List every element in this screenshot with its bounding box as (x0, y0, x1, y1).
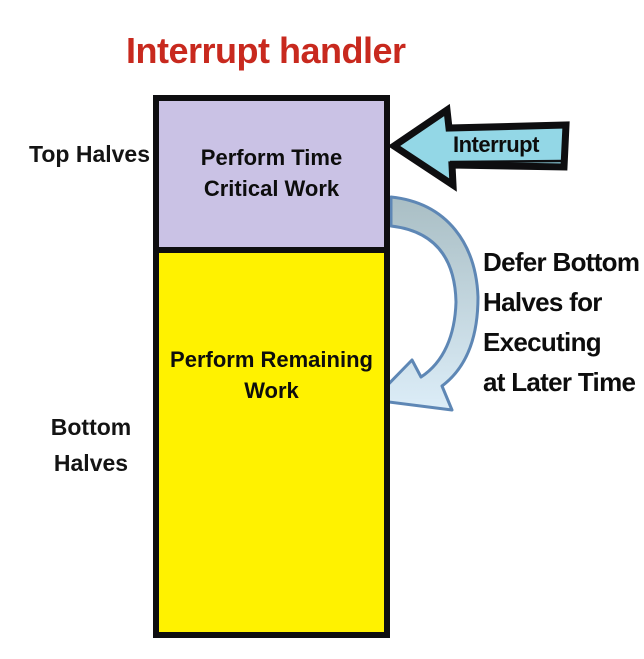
defer-note-line4: at Later Time (483, 367, 636, 397)
defer-note-line3: Executing (483, 327, 602, 357)
top-half-box-label-line1: Perform Time (200, 145, 343, 171)
top-half-box-label-line2: Critical Work (203, 176, 340, 201)
top-halves-label: Top Halves (29, 141, 150, 167)
bottom-halves-label: Bottom Halves (50, 414, 132, 476)
interrupt-handler-box: Perform Time Critical Work Perform Remai… (153, 95, 390, 638)
bottom-half-box-label-line1: Perform Remaining (170, 347, 373, 372)
interrupt-underline (449, 159, 563, 164)
defer-note-line1: Defer Bottom (483, 247, 640, 277)
diagram-title: Interrupt handler (126, 30, 406, 71)
interrupt-arrow-label: Interrupt (453, 132, 539, 157)
top-half-box: Perform Time Critical Work (159, 101, 384, 253)
bottom-half-box: Perform Remaining Work (159, 253, 384, 632)
bottom-half-box-label-line2: Work (244, 377, 299, 403)
defer-note: Defer Bottom Halves for Executing at Lat… (483, 242, 640, 402)
defer-note-line2: Halves for (483, 287, 602, 317)
